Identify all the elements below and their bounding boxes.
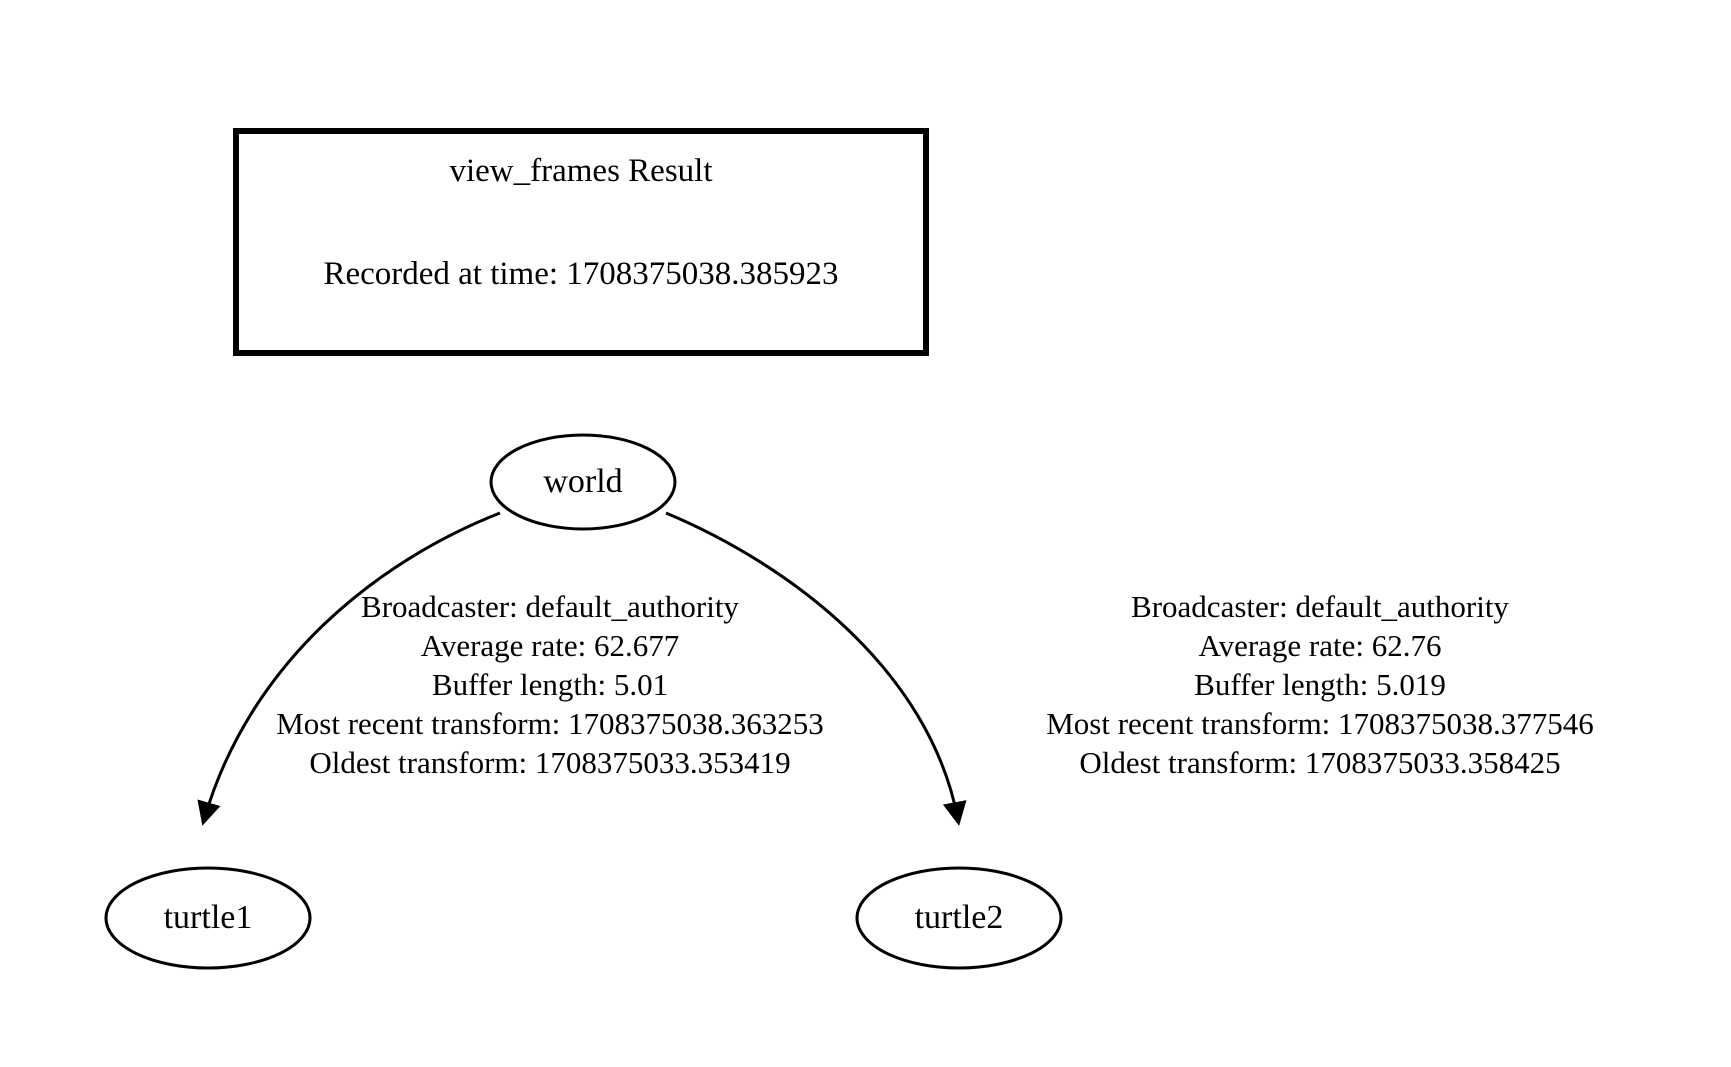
edge-label-line-broadcaster: Broadcaster: default_authority [1131,589,1509,624]
node-turtle1-ellipse[interactable] [104,866,312,970]
edge-label-line-oldest-transform: Oldest transform: 1708375033.353419 [309,745,791,780]
edge-label-line-buffer-length: Buffer length: 5.019 [1194,667,1446,702]
edge-label-line-broadcaster: Broadcaster: default_authority [361,589,739,624]
edge-label-line-most-recent-transform: Most recent transform: 1708375038.377546 [1046,706,1594,741]
node-turtle2-ellipse[interactable] [855,866,1063,970]
edge-label-world-turtle2: Broadcaster: default_authority Average r… [960,587,1680,782]
title-box [233,128,929,356]
node-world-ellipse[interactable] [489,433,677,531]
node-label-world[interactable]: world [543,463,623,500]
edge-label-line-buffer-length: Buffer length: 5.01 [431,667,669,702]
node-label-turtle1[interactable]: turtle1 [163,899,253,936]
edge-label-line-oldest-transform: Oldest transform: 1708375033.358425 [1079,745,1561,780]
edge-world-turtle2 [665,511,967,826]
node-label-turtle2[interactable]: turtle2 [914,899,1004,936]
edge-world-turtle1 [197,511,501,826]
edge-label-line-average-rate: Average rate: 62.76 [1198,628,1442,663]
edge-label-line-average-rate: Average rate: 62.677 [420,628,680,663]
edge-label-line-most-recent-transform: Most recent transform: 1708375038.363253 [276,706,824,741]
edge-label-world-turtle1: Broadcaster: default_authority Average r… [190,587,910,782]
title-box-heading: view_frames Result [449,153,713,189]
title-box-recorded-time: Recorded at time: 1708375038.385923 [323,256,839,292]
